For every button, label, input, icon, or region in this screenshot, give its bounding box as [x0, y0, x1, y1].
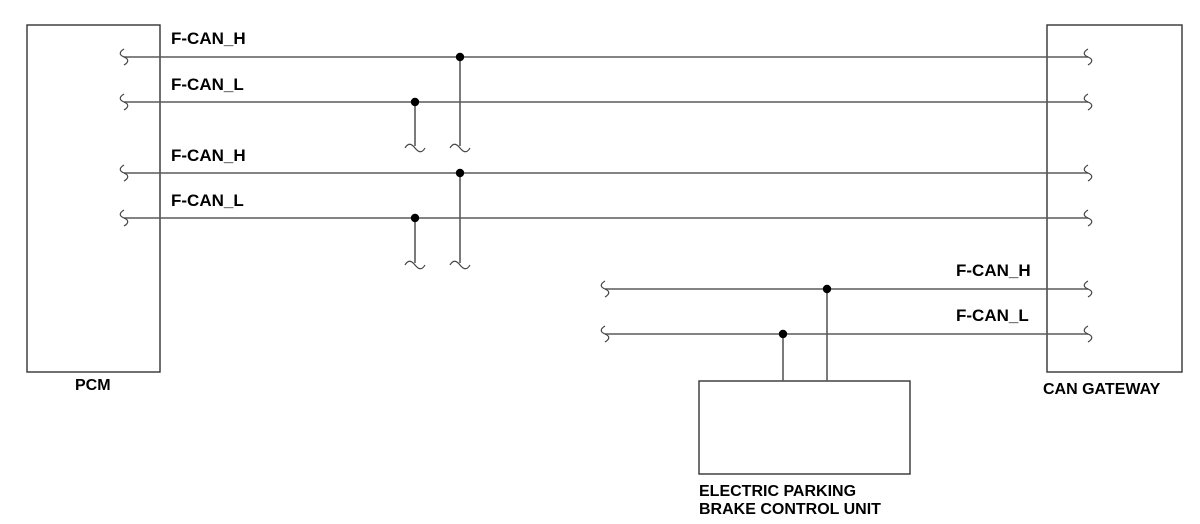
- junction-group3-can-h: [822, 284, 832, 294]
- epb-label-line1: ELECTRIC PARKING: [699, 483, 856, 500]
- signal-label-group1-can-l: F-CAN_L: [171, 75, 244, 94]
- signal-label-group3-can-l: F-CAN_L: [956, 306, 1029, 325]
- signal-label-group2-can-l: F-CAN_L: [171, 191, 244, 210]
- epb-control-unit-box: [698, 380, 911, 475]
- pcm-label: PCM: [75, 377, 111, 394]
- signal-label-group2-can-h: F-CAN_H: [171, 146, 246, 165]
- junction-group3-can-l: [778, 329, 788, 339]
- junction-group2-can-l: [410, 213, 420, 223]
- junction-group2-can-h: [455, 168, 465, 178]
- pcm-box: [26, 24, 161, 373]
- wire-break-marks: [119, 48, 1093, 343]
- junction-group1-can-l: [410, 97, 420, 107]
- can-gateway-label: CAN GATEWAY: [1043, 381, 1161, 398]
- junction-group1-can-h: [455, 52, 465, 62]
- epb-label-line2: BRAKE CONTROL UNIT: [699, 501, 881, 518]
- signal-label-group1-can-h: F-CAN_H: [171, 29, 246, 48]
- signal-label-group3-can-h: F-CAN_H: [956, 261, 1031, 280]
- can-gateway-box: [1046, 24, 1183, 373]
